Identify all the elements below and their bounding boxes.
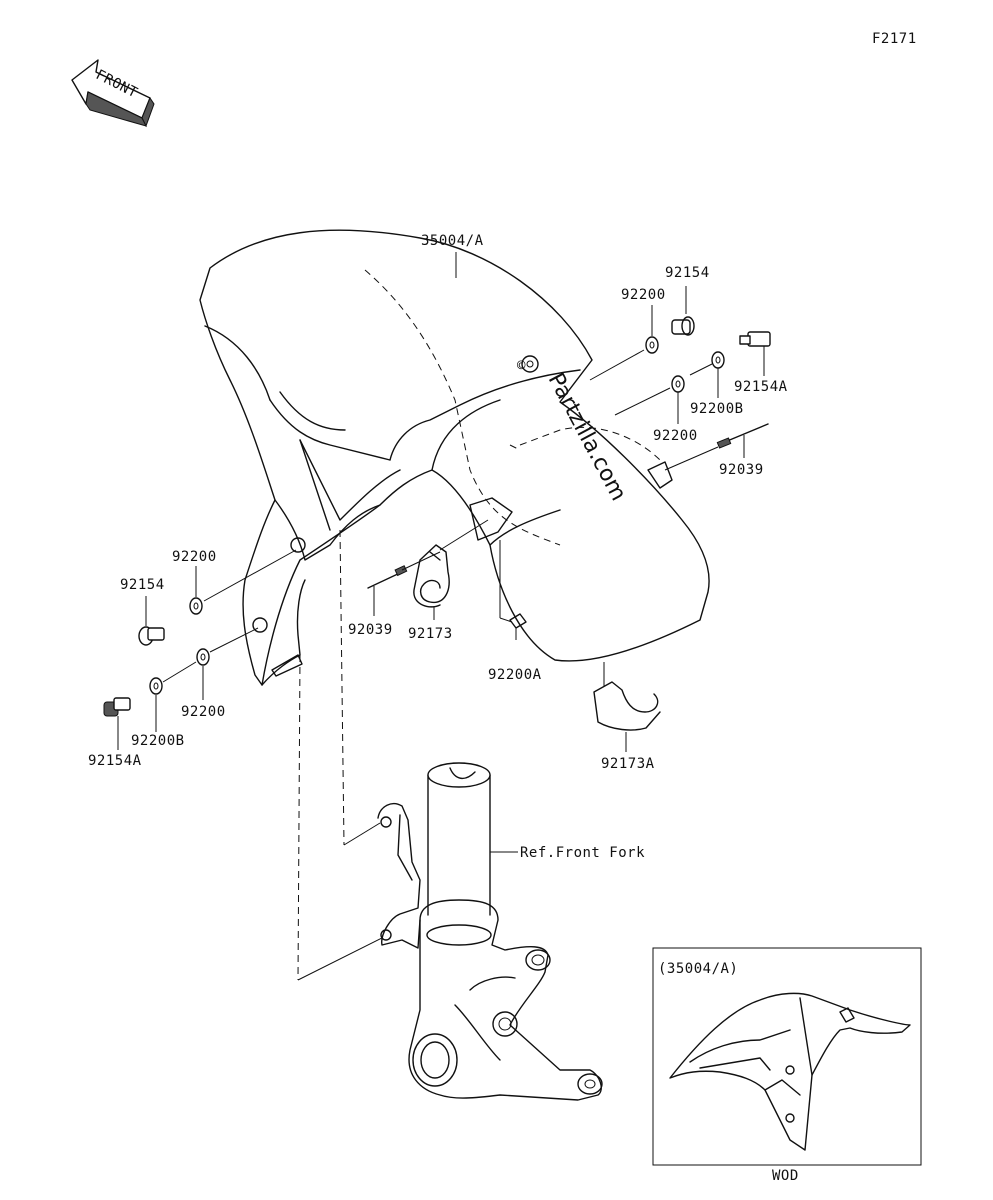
label-92154-left: 92154 bbox=[120, 577, 165, 593]
label-92200-left-top: 92200 bbox=[172, 549, 217, 565]
front-arrow-icon: FRONT bbox=[71, 59, 155, 128]
pin-right bbox=[664, 423, 769, 471]
copyright-symbol: © bbox=[517, 358, 526, 374]
front-fork bbox=[297, 762, 603, 1101]
clamp-center bbox=[413, 519, 489, 620]
front-fender bbox=[199, 229, 710, 981]
bolt-left-a bbox=[103, 697, 131, 750]
label-92173a: 92173A bbox=[601, 756, 655, 772]
washer-center-a bbox=[499, 540, 527, 640]
label-92200-left-bottom: 92200 bbox=[181, 704, 226, 720]
washer-left-top bbox=[189, 549, 297, 615]
label-92200-right-top: 92200 bbox=[621, 287, 666, 303]
label-92200b-right: 92200B bbox=[690, 401, 744, 417]
label-92154a-left: 92154A bbox=[88, 753, 142, 769]
washer-right-top bbox=[589, 305, 659, 381]
washer-left-bottom bbox=[196, 627, 259, 700]
inset-panel: (35004/A) bbox=[652, 947, 922, 1166]
label-92154a-right: 92154A bbox=[734, 379, 788, 395]
watermark-text: Partzilla.com bbox=[543, 369, 631, 505]
washer-right-b bbox=[689, 351, 725, 398]
clamp-right-a bbox=[593, 662, 661, 752]
inset-title: (35004/A) bbox=[658, 961, 738, 977]
washer-right-mid bbox=[614, 375, 685, 424]
label-92200a: 92200A bbox=[488, 667, 542, 683]
watermark: Partzilla.com bbox=[543, 369, 631, 505]
figure-code: F2171 bbox=[872, 31, 917, 47]
label-92173: 92173 bbox=[408, 626, 453, 642]
label-92154-right: 92154 bbox=[665, 265, 710, 281]
ref-front-fork-label: Ref.Front Fork bbox=[520, 845, 645, 861]
inset-caption: WOD bbox=[772, 1168, 799, 1184]
bolt-right-top bbox=[671, 286, 695, 336]
label-92039-right: 92039 bbox=[719, 462, 764, 478]
bolt-left bbox=[138, 596, 165, 646]
label-92200-right-mid: 92200 bbox=[653, 428, 698, 444]
washer-left-b bbox=[149, 661, 197, 732]
label-92200b-left: 92200B bbox=[131, 733, 185, 749]
label-92039-center: 92039 bbox=[348, 622, 393, 638]
bolt-right-a bbox=[739, 331, 771, 376]
pin-center bbox=[367, 551, 441, 616]
label-35004a: 35004/A bbox=[421, 233, 484, 249]
